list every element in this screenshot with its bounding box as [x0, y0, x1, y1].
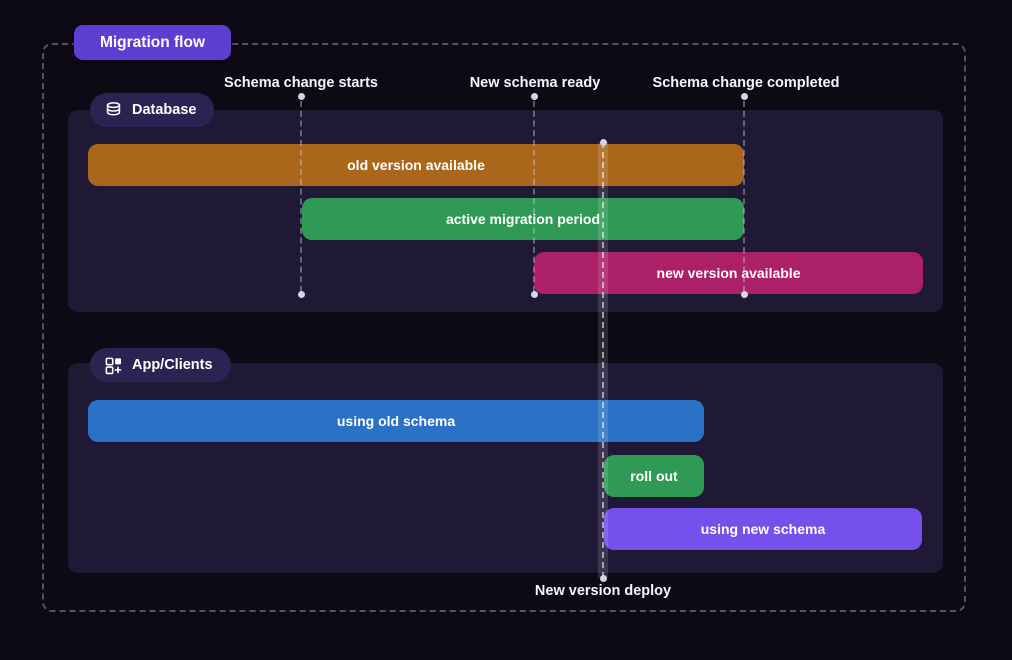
lane-label-database: Database [90, 93, 215, 127]
database-icon [103, 100, 123, 120]
diagram-dashed-border [42, 43, 966, 612]
diagram-title-badge: Migration flow [74, 25, 231, 60]
deploy-marker-band [598, 142, 608, 578]
marker-dot [599, 138, 607, 146]
marker-dot [297, 290, 305, 298]
bar-using-old-schema: using old schema [88, 400, 704, 442]
marker-dot [530, 92, 538, 100]
marker-dot [599, 574, 607, 582]
marker-dashed-line [743, 101, 745, 292]
marker-label-schema-change-completed: Schema change completed [652, 75, 840, 91]
marker-dashed-line [533, 101, 535, 292]
bar-new-version-available: new version available [534, 252, 923, 294]
marker-label-schema-change-starts: Schema change starts [224, 75, 378, 91]
marker-dot [740, 92, 748, 100]
lane-label-app-clients: App/Clients [90, 348, 231, 382]
bar-using-new-schema: using new schema [604, 508, 922, 550]
marker-label-new-schema-ready: New schema ready [469, 75, 601, 91]
marker-dot [530, 290, 538, 298]
lane-label-text: App/Clients [132, 357, 213, 373]
bar-old-version-available: old version available [88, 144, 744, 186]
apps-add-icon [103, 355, 123, 375]
marker-dot [740, 290, 748, 298]
bar-roll-out: roll out [604, 455, 704, 497]
marker-label-new-version-deploy: New version deploy [534, 583, 672, 599]
marker-dot [297, 92, 305, 100]
lane-label-text: Database [132, 102, 197, 118]
marker-dashed-line [300, 101, 302, 292]
bar-active-migration-period: active migration period [302, 198, 744, 240]
